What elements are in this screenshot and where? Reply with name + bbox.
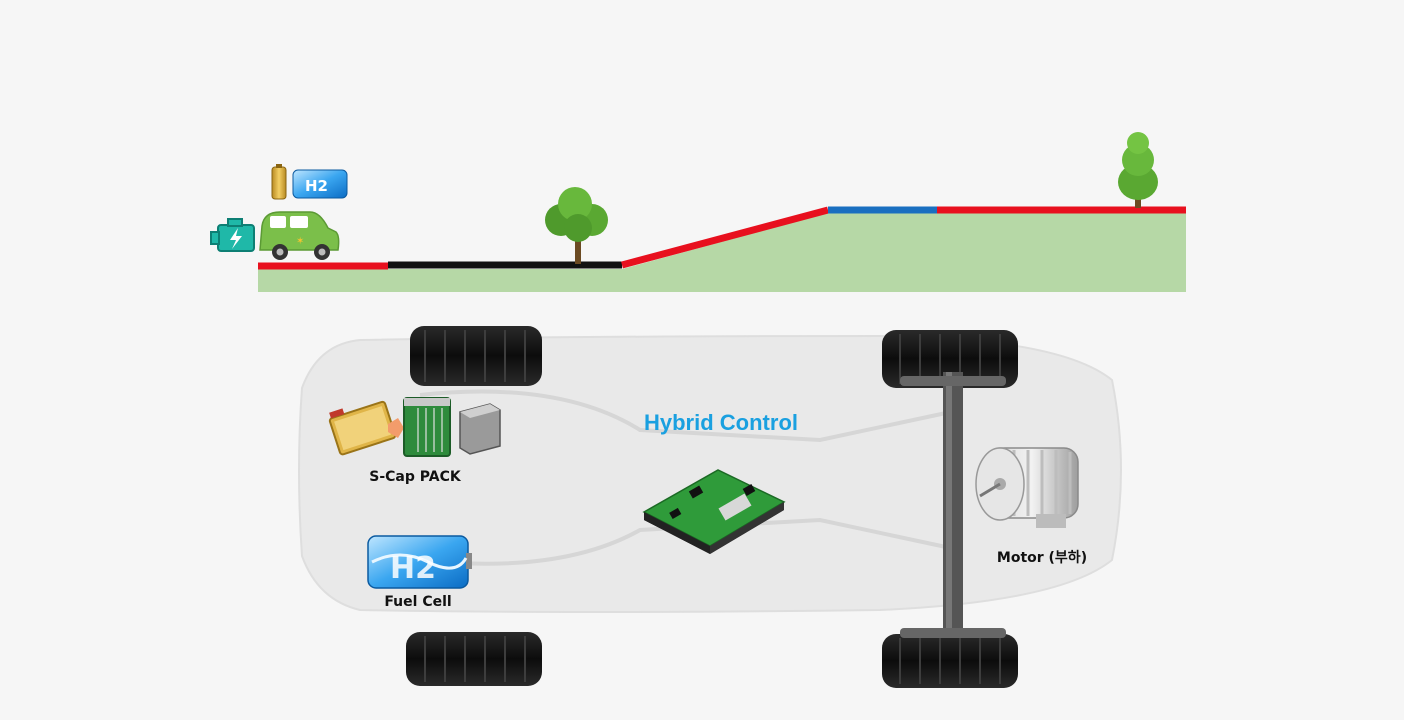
battery-icon (271, 164, 287, 200)
engine-icon (210, 218, 255, 252)
hydrogen-tank-icon: H2 (292, 169, 348, 199)
tree-icon (545, 187, 608, 264)
motor-icon (975, 447, 1079, 528)
svg-text:H2: H2 (305, 177, 328, 195)
rear-right-tire (882, 634, 1018, 688)
fuel-cell-icon: H2 (367, 535, 472, 589)
rear-axle (900, 372, 1006, 638)
rear-left-tire (406, 632, 542, 686)
scap-pack-icon (328, 397, 501, 457)
road-line (258, 206, 1186, 270)
svg-text:H2: H2 (390, 551, 436, 586)
terrain: ✶ H2 (210, 132, 1186, 292)
tree-icon (1118, 132, 1158, 208)
car-icon: ✶ (259, 211, 340, 260)
front-left-tire (410, 326, 542, 386)
scap-pack-label: S-Cap PACK (369, 469, 461, 485)
road-segment-3-uphill (621, 206, 829, 269)
front-right-tire (882, 330, 1018, 388)
fuel-cell-label: Fuel Cell (384, 594, 452, 610)
motor-label: Motor (부하) (996, 550, 1088, 566)
svg-text:✶: ✶ (296, 236, 304, 247)
ground-fill (258, 213, 1186, 292)
hybrid-control-title: Hybrid Control (644, 410, 798, 435)
controller-board-icon (642, 469, 786, 554)
